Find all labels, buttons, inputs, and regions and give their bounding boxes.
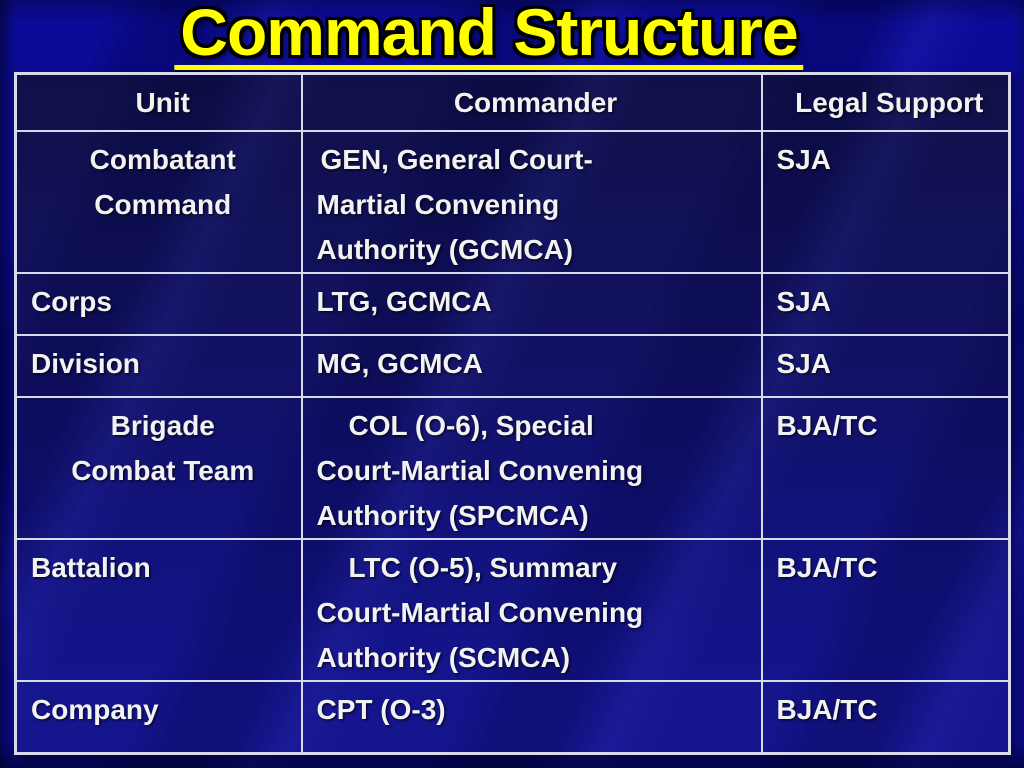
commander-cell: LTC (O-5), Summary Court-Martial Conveni… — [300, 537, 763, 682]
unit-cell: Combatant Command — [14, 129, 303, 274]
legal-support-cell: BJA/TC — [760, 537, 1011, 682]
commander-cell: CPT (O-3) — [300, 679, 763, 755]
unit-cell: Battalion — [14, 537, 303, 682]
command-structure-table: Unit Commander Legal Support Combatant C… — [14, 72, 1011, 755]
legal-support-cell: SJA — [760, 271, 1011, 336]
column-header-legal-support: Legal Support — [760, 72, 1011, 132]
table-row-brigade-combat-team: Brigade Combat Team COL (O-6), Special C… — [14, 395, 1011, 540]
commander-cell: COL (O-6), Special Court-Martial Conveni… — [300, 395, 763, 540]
table-row-company: Company CPT (O-3) BJA/TC — [14, 679, 1011, 755]
commander-cell: LTG, GCMCA — [300, 271, 763, 336]
table-row-corps: Corps LTG, GCMCA SJA — [14, 271, 1011, 336]
legal-support-cell: BJA/TC — [760, 395, 1011, 540]
slide-title: Command Structure — [174, 0, 804, 70]
commander-cell: MG, GCMCA — [300, 333, 763, 398]
legal-support-cell: SJA — [760, 333, 1011, 398]
table-row-battalion: Battalion LTC (O-5), Summary Court-Marti… — [14, 537, 1011, 682]
legal-support-cell: SJA — [760, 129, 1011, 274]
column-header-commander: Commander — [300, 72, 763, 132]
table-header-row: Unit Commander Legal Support — [14, 72, 1011, 132]
unit-cell: Brigade Combat Team — [14, 395, 303, 540]
column-header-unit: Unit — [14, 72, 303, 132]
unit-cell: Division — [14, 333, 303, 398]
commander-cell: GEN, General Court- Martial Convening Au… — [300, 129, 763, 274]
legal-support-cell: BJA/TC — [760, 679, 1011, 755]
table-row-division: Division MG, GCMCA SJA — [14, 333, 1011, 398]
unit-cell: Company — [14, 679, 303, 755]
table-row-combatant-command: Combatant Command GEN, General Court- Ma… — [14, 129, 1011, 274]
unit-cell: Corps — [14, 271, 303, 336]
